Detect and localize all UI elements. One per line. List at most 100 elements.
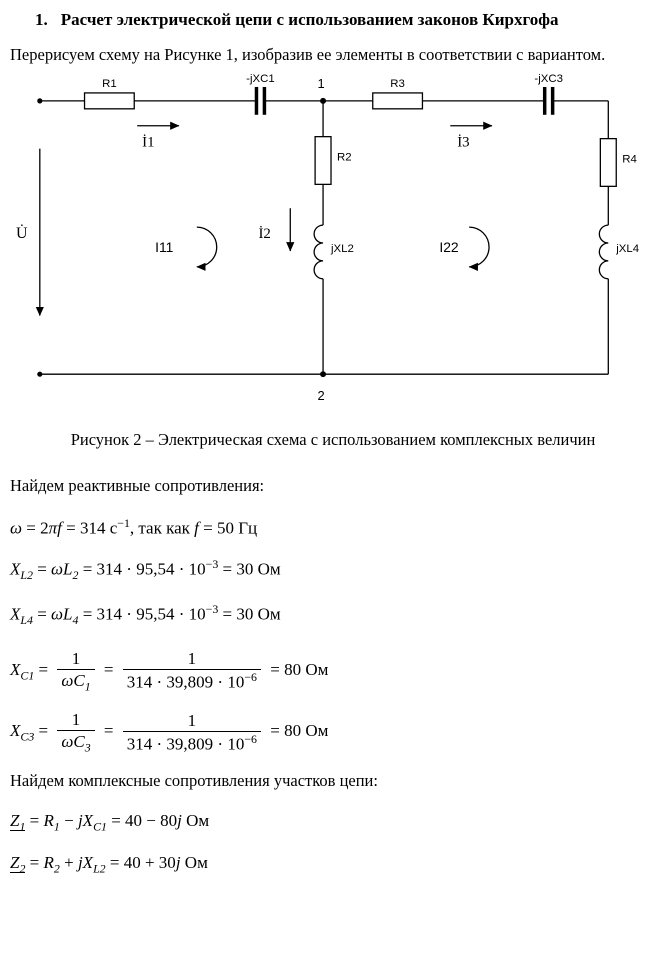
math-num: 314 · 39,809 · 10	[126, 673, 245, 693]
resistors	[83, 92, 617, 187]
math-var: R	[43, 810, 54, 830]
arrows	[35, 121, 493, 316]
terminal-top-left	[37, 98, 43, 104]
math-var: R	[43, 852, 54, 872]
math-sup: −6	[244, 731, 257, 746]
math-var: ωL	[51, 560, 73, 580]
page-title: 1. Расчет электрической цепи с использов…	[10, 10, 656, 30]
math-op: =	[99, 721, 118, 741]
label-l2: jXL2	[330, 243, 354, 255]
math-sub: 2	[53, 861, 60, 876]
math-sub: L2	[20, 568, 33, 583]
math-var: jX	[77, 810, 94, 830]
label-loop-i22: I22	[439, 239, 459, 255]
math-var: Z	[10, 810, 20, 830]
section-complex: Найдем комплексные сопротивления участко…	[10, 770, 378, 790]
intro-paragraph: Перерисуем схему на Рисунке 1, изобразив…	[10, 45, 606, 64]
label-c3: -jXC3	[534, 73, 563, 85]
label-current-i1: İ1	[142, 134, 154, 150]
label-r1: R1	[102, 78, 117, 90]
resistor-r2	[314, 135, 332, 185]
fraction-numerator: 1	[187, 710, 197, 730]
math-var: X	[10, 605, 21, 625]
math-sub: C1	[93, 818, 107, 833]
math-sup: −3	[205, 602, 219, 617]
inductor-l4-coil	[598, 224, 609, 280]
math-op: =	[25, 810, 44, 830]
math-var: X	[10, 721, 21, 741]
math-result: = 80 Ом	[266, 721, 329, 741]
nodes	[37, 97, 327, 377]
label-node-1: 1	[317, 76, 324, 91]
heading-number: 1.	[35, 10, 48, 29]
fraction-denominator: ωC3	[57, 730, 95, 755]
math-var: ωC	[61, 732, 85, 752]
resistor-r1	[83, 92, 135, 110]
math-op: +	[59, 852, 78, 872]
math-result: = 30 Ом	[218, 605, 281, 625]
label-current-i3: İ3	[457, 134, 469, 150]
formula-xl2: XL2 = ωL2 = 314 · 95,54 · 10−3 = 30 Ом	[10, 557, 656, 583]
fraction-denominator: ωC1	[57, 668, 95, 694]
figure-caption: Рисунок 2 – Электрическая схема с исполь…	[70, 429, 596, 449]
label-r3: R3	[390, 78, 405, 90]
resistor-r4	[599, 137, 617, 187]
math-num: = 50 Гц	[198, 518, 258, 538]
node-1-dot	[320, 97, 327, 104]
math-op: =	[99, 659, 118, 679]
formula-z2: Z2 = R2 + jXL2 = 40 + 30j Ом	[10, 852, 656, 876]
math-sub: 2	[19, 861, 26, 876]
fraction-numerator: 1	[187, 649, 197, 669]
math-var: j	[175, 852, 181, 872]
math-sub: 1	[84, 679, 91, 694]
math-result: = 40 − 80	[106, 810, 178, 830]
math-var: j	[177, 810, 182, 830]
resistor-r3	[372, 92, 424, 110]
math-var: Z	[10, 852, 20, 872]
math-var: X	[10, 560, 21, 580]
math-result: = 40 + 30	[105, 852, 176, 872]
math-sub: 2	[72, 568, 79, 583]
loop-current-i22-arrow	[468, 226, 490, 271]
math-unit: Ом	[181, 810, 210, 830]
capacitors	[254, 86, 555, 115]
math-num: = 314 · 95,54 · 10	[78, 605, 206, 625]
label-node-2: 2	[317, 388, 324, 403]
math-sub: 1	[19, 818, 26, 833]
fraction-numerator: 1	[71, 710, 81, 730]
label-voltage-u: U̇	[16, 224, 28, 242]
circuit-figure: R1 -jXC1 1 R3 -jXC3 R2 R4 jXL2 jXL4 İ1 İ…	[10, 71, 656, 414]
formula-omega: ω = 2πf = 314 с−1, так как f = 50 Гц	[10, 516, 656, 539]
terminal-bottom-left	[37, 371, 43, 377]
math-var: πf	[48, 518, 62, 538]
math-sub: L2	[93, 861, 106, 876]
math-text: , так как	[129, 518, 195, 538]
node-2-dot	[320, 370, 327, 377]
math-sup: −3	[205, 557, 219, 572]
math-unit: Ом	[180, 852, 208, 872]
math-sub: C3	[20, 729, 35, 744]
formula-z1: Z1 = R1 − jXC1 = 40 − 80j Ом	[10, 810, 656, 834]
math-num: 314 · 39,809 · 10	[126, 734, 245, 754]
math-var: jX	[77, 852, 94, 872]
math-var: ωL	[51, 605, 73, 625]
label-r2: R2	[337, 151, 352, 163]
math-sup: −6	[244, 670, 257, 685]
label-r4: R4	[622, 153, 637, 165]
inductor-l2-coil	[313, 224, 324, 280]
z-underlined: Z2	[10, 852, 26, 876]
math-op: =	[32, 605, 52, 625]
math-sub: L4	[20, 613, 33, 628]
math-op: = 2	[22, 518, 49, 538]
fraction-denominator: 314 · 39,809 · 10−6	[122, 669, 261, 693]
loop-current-i11-arrow	[196, 226, 218, 271]
label-c1: -jXC1	[246, 73, 275, 85]
section-reactive: Найдем реактивные сопротивления:	[10, 475, 265, 495]
fraction-numerator: 1	[71, 648, 81, 668]
math-sup: −1	[117, 515, 130, 530]
